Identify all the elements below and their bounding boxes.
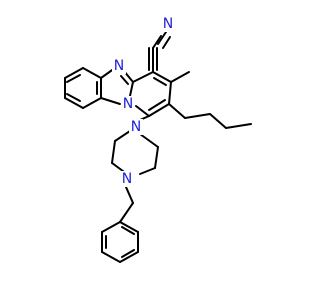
bond (82, 97, 102, 109)
bond (64, 67, 84, 79)
bond (129, 81, 134, 97)
bond (101, 251, 121, 263)
atom-n-nitrile-label: N (163, 16, 173, 32)
bond (139, 133, 159, 148)
bonds (64, 31, 252, 263)
bond (66, 93, 81, 102)
atom-n-imidazole-label: N (114, 58, 124, 74)
atom-n-piperazine-top: N (129, 119, 143, 135)
bond (125, 186, 134, 204)
atom-n-bridge: N (121, 96, 135, 112)
chemical-structure-diagram: N N N N N (64, 16, 252, 263)
atom-n-piperazine-bottom-label: N (122, 171, 132, 187)
bond (132, 71, 154, 83)
bond (168, 81, 172, 105)
bond (114, 130, 131, 142)
atom-labels: N N N N N (112, 16, 175, 187)
bond (139, 167, 156, 175)
bond (82, 67, 102, 79)
bond (66, 74, 81, 83)
atom-n-piperazine-bottom: N (120, 171, 134, 187)
bond (170, 71, 190, 83)
bond (162, 36, 171, 49)
atom-n-imidazole: N (112, 58, 126, 74)
bond (168, 103, 186, 119)
molecule-canvas: N N N N N (64, 16, 252, 263)
atom-n-piperazine-top-label: N (131, 119, 141, 135)
atom-n-nitrile: N (161, 16, 175, 32)
bond (119, 202, 134, 223)
bond (64, 97, 84, 109)
bond (120, 75, 129, 85)
bond (119, 221, 139, 233)
bond (157, 31, 167, 45)
bond (209, 113, 227, 129)
atom-n-bridge-label: N (123, 96, 133, 112)
bond (152, 35, 162, 49)
bond (121, 226, 135, 235)
bond (119, 251, 139, 263)
bond (184, 113, 211, 119)
bond (135, 105, 150, 117)
bond (121, 249, 135, 258)
bond (153, 77, 167, 86)
bond (148, 103, 170, 117)
bond (101, 221, 121, 233)
bond (111, 140, 116, 164)
bond (100, 97, 121, 105)
bond (152, 71, 172, 83)
bond (148, 99, 166, 111)
bond (154, 146, 159, 169)
bond (225, 123, 252, 129)
